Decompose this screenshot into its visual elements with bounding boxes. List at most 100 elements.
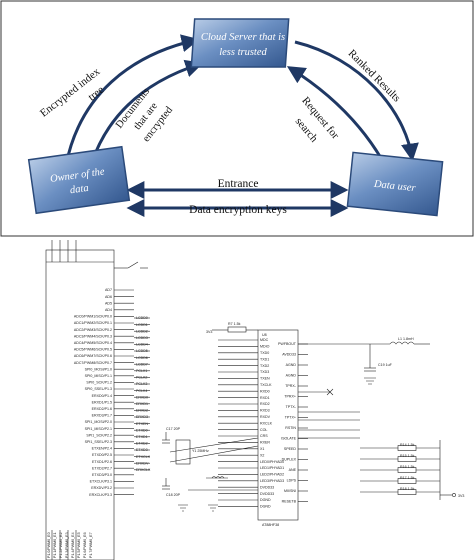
phy-ic-name: U8 <box>262 333 267 337</box>
phy-pin-label: TXEN <box>260 377 270 381</box>
mcu-pin-label: ETXCLK/P3.1 <box>90 480 112 484</box>
component-label: R7 1.5k <box>228 322 241 326</box>
mcu-net-label: ETXD0 <box>136 428 148 432</box>
ferrite-bead <box>211 476 225 479</box>
mcu-pin-label: AD4 <box>105 308 112 312</box>
component-label: C17 20P <box>166 427 181 431</box>
mcu-net-label: ERXD3 <box>136 415 148 419</box>
mcu-bottom-pin-label: P1.0/PWM0_E0 <box>47 532 51 558</box>
component-label: 3V3 <box>458 494 464 498</box>
mcu-net-label: LCDD4 <box>136 343 148 347</box>
phy-pin-label: TXD3 <box>260 370 269 374</box>
phy-pin-label: RXD3 <box>260 409 270 413</box>
phy-side-pin-label: PWFBOUT <box>278 342 297 346</box>
phy-pin-label: RXD0 <box>260 389 270 393</box>
mcu-net-label: LCDD7 <box>136 362 148 366</box>
crystal-net <box>169 437 259 453</box>
mcu-net-label: LCDD3 <box>136 336 148 340</box>
mcu-pin-label: ETXEN/P2.4 <box>92 447 112 451</box>
component-label: C19 1uF <box>378 363 393 367</box>
component-label: R18 1.5k <box>400 487 415 491</box>
mcu-net-label: PCLK1 <box>136 369 147 373</box>
circuit-schematic <box>45 240 456 560</box>
mcu-net-label: LCDD1 <box>136 323 148 327</box>
crystal-y1 <box>175 439 191 465</box>
phy-pin-label: LED0/PHYAD0 <box>260 460 284 464</box>
edge-request-arrow <box>286 66 387 166</box>
phy-pin-label: RXER <box>260 441 270 445</box>
component-label: R14 1.5k <box>400 443 415 447</box>
mcu-net-label: LCDD0 <box>136 316 148 320</box>
phy-pin-label: DVDD33 <box>260 492 274 496</box>
edge-documents-arrow <box>90 59 204 163</box>
resistor-r7 <box>227 326 247 333</box>
mcu-body <box>45 249 115 560</box>
mcu-pin-label: AD5 <box>105 301 112 305</box>
edge-encrypted-index-arrow <box>64 34 200 166</box>
mcu-bottom-pin-label: P1.2/PWM0_E2 <box>59 532 63 558</box>
phy-pin-label: TXD2 <box>260 364 269 368</box>
crystal-net <box>169 445 259 463</box>
phy-side-pin-label: LDPS <box>287 479 297 483</box>
mcu-bottom-pin-label: P1.3/PWM0_E3 <box>65 532 69 558</box>
mcu-pin-label: ERXDV/P3.2 <box>91 486 112 490</box>
phy-side-pin-label: MII/SNI <box>284 489 296 493</box>
phy-pin-label: TXD1 <box>260 357 269 361</box>
keys-label: Data encryption keys <box>189 204 287 216</box>
mcu-pin-label: ETXD3/P3.0 <box>92 473 112 477</box>
phy-pin-label: LED3/PHYAD3 <box>260 479 284 483</box>
component-label: R16 1.5k <box>400 465 415 469</box>
cloud-server-label-line2: less trusted <box>219 47 267 58</box>
edge-ranked-results-arrow <box>294 40 419 162</box>
mcu-pin-label: ADC0/PWM1/SCK/P0.0 <box>74 315 112 319</box>
mcu-net-label: LCDD2 <box>136 329 148 333</box>
phy-ic-body <box>257 329 299 521</box>
mcu-pin-label: SPI0_SCK/P1.2 <box>86 381 112 385</box>
mcu-pin-label: ADC7/PWM8/SCK/P0.7 <box>74 361 112 365</box>
ground-symbol <box>178 504 188 512</box>
inductor-l1 <box>389 341 415 345</box>
component-label: L1 1.8mH <box>398 337 414 341</box>
node-cloud-server: Cloud Server that is less trusted <box>190 18 290 68</box>
phy-side-pin-label: AGND <box>286 374 297 378</box>
mcu-pin-label: SPI1_SCK/P2.2 <box>86 433 112 437</box>
mcu-pin-label: SPI0_MOSI/P1.0 <box>85 367 112 371</box>
phy-pin-label: DVDD33 <box>260 485 274 489</box>
mcu-net-label: LCDD5 <box>136 349 148 353</box>
phy-side-pin-label: ANE <box>289 468 297 472</box>
mcu-net-label: ETXD2 <box>136 442 148 446</box>
mcu-pin-label: ERXD2/P1.6 <box>92 407 112 411</box>
component-label: R17 1.5k <box>400 476 415 480</box>
mcu-net-label: ETXD3 <box>136 448 148 452</box>
mcu-net-label: ERXD0 <box>136 395 148 399</box>
phy-ic-part: AT88HF38 <box>262 523 279 527</box>
mcu-bottom-pin-label: P1.4/PWM0_E4 <box>71 532 75 558</box>
node-data-user: Data user <box>346 151 444 217</box>
phy-side-pin-label: TPRX- <box>285 384 297 388</box>
phy-pin-label: COL <box>260 428 267 432</box>
phy-pin-label: TXD0 <box>260 351 269 355</box>
switch-sw1 <box>127 261 139 269</box>
mcu-bottom-pin-label: P1.5/PWM0_E5 <box>77 532 81 558</box>
phy-pin-label: DGND <box>260 505 271 509</box>
mcu-pin-label: SPI1_MOSI/P2.0 <box>85 420 112 424</box>
phy-right-leads <box>298 343 308 502</box>
mcu-pin-label: ADC2/PWM3/SCK/P0.2 <box>74 328 112 332</box>
phy-pin-label: RXCLK <box>260 421 273 425</box>
phy-pin-label: X2 <box>260 453 264 457</box>
phy-side-pin-label: TPTX- <box>286 405 297 409</box>
phy-pin-label: CRS <box>260 434 268 438</box>
phy-pin-label: X1 <box>260 447 264 451</box>
mcu-pin-label: ETXD0/P2.5 <box>92 453 112 457</box>
mcu-pin-label: SPI0_MISO/P1.1 <box>85 374 112 378</box>
mcu-pin-leads <box>114 289 150 495</box>
system-model-diagram: Cloud Server that is less trusted Owner … <box>0 0 474 237</box>
phy-pin-label: LED1/PHYAD1 <box>260 466 284 470</box>
phy-pin-label: MDC <box>260 338 269 342</box>
phy-pin-label: MDIO <box>260 345 270 349</box>
ground-symbol <box>364 377 376 385</box>
component-label: 3V3 <box>206 330 212 334</box>
mcu-net-label: ERXD1 <box>136 402 148 406</box>
phy-side-pin-label: DUPLEX <box>282 458 297 462</box>
phy-side-pin-label: ISOLATE <box>281 437 297 441</box>
